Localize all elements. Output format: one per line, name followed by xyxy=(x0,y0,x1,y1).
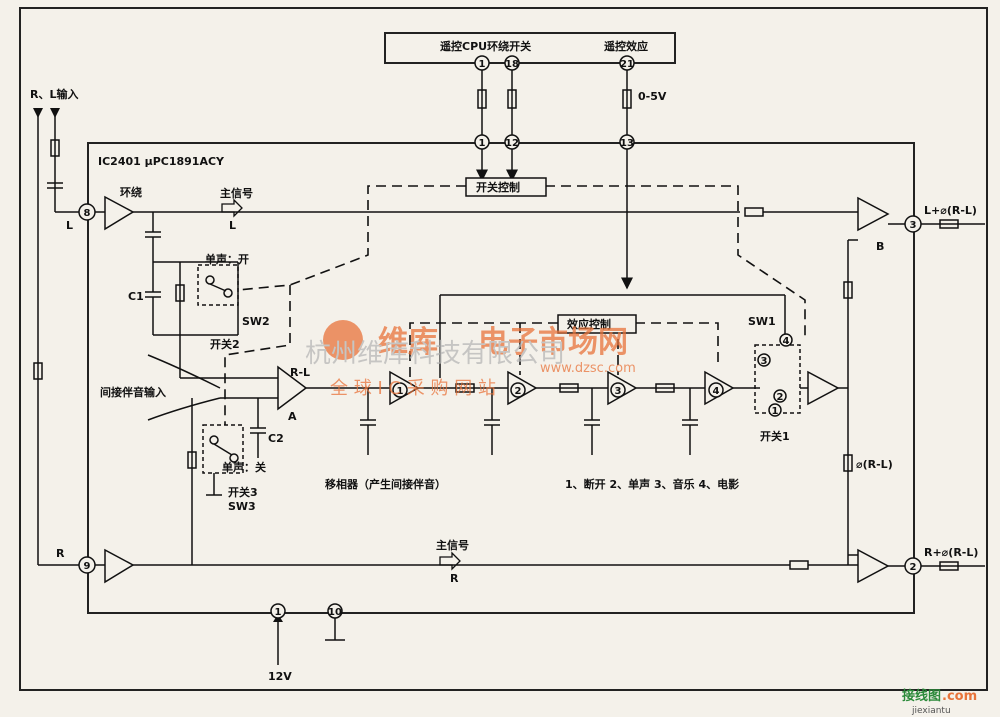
effect-control-box xyxy=(557,314,637,334)
stage-3: 3 xyxy=(615,386,622,397)
mono-off-label: 单声：关 xyxy=(222,460,266,474)
sw1-pos-3: 3 xyxy=(761,356,768,367)
main-signal-r-arrow-icon xyxy=(439,551,461,571)
switch1-label: 开关1 xyxy=(760,429,790,443)
cpu-pin-21: 21 xyxy=(620,59,634,70)
main-signal-l: 主信号 xyxy=(220,186,253,200)
ic-pin-8: 8 xyxy=(84,208,91,219)
watermark-brand: 维库 xyxy=(378,325,438,360)
mono-on-label: 单声：开 xyxy=(205,252,249,266)
switch2-label: 开关2 xyxy=(210,337,240,351)
switch-control-label: 开关控制 xyxy=(476,180,520,194)
sw2-label: SW2 xyxy=(242,315,270,328)
indirect-input-label: 间接伴音输入 xyxy=(100,385,166,399)
sw1-pos-4: 4 xyxy=(783,336,790,347)
sw1-pos-2: 2 xyxy=(777,392,784,403)
outer-frame xyxy=(19,7,988,691)
r-minus-l-label: R-L xyxy=(290,366,310,379)
amp-b-label: B xyxy=(876,240,884,253)
sw3-label: SW3 xyxy=(228,500,256,513)
amp-a-label: A xyxy=(288,410,297,423)
stage-1: 1 xyxy=(397,386,404,397)
effect-control-label: 效应控制 xyxy=(567,317,611,331)
supply-label: 12V xyxy=(268,670,292,683)
switch3-label: 开关3 xyxy=(228,485,258,499)
ic-pin-1-top: 1 xyxy=(479,138,486,149)
cpu-label: 遥控CPU环绕开关 xyxy=(440,39,531,53)
watermark-site-name: 电子市场网 xyxy=(478,325,628,360)
watermark-logo-icon xyxy=(323,320,363,360)
stage-2: 2 xyxy=(515,386,522,397)
cpu-box xyxy=(384,32,676,64)
main-signal-l-arrow-icon xyxy=(221,198,243,218)
ic-pin-12: 12 xyxy=(505,138,519,149)
watermark-company: 杭州维库科技有限公司 xyxy=(305,339,565,369)
phase-shifter-label: 移相器（产生间接伴音） xyxy=(325,477,446,491)
ic-name: IC2401 μPC1891ACY xyxy=(98,155,225,168)
watermark: 维库 电子市场网 杭州维库科技有限公司 全 球 I C 采 购 网 站 www.… xyxy=(305,320,636,399)
voltage-label: 0-5V xyxy=(638,90,667,103)
ic-pin-10: 10 xyxy=(328,607,342,618)
corner-logo: 接线图 xyxy=(902,688,941,704)
out-r-label: R+⌀(R-L) xyxy=(924,546,978,559)
l-tag: L xyxy=(66,219,73,232)
corner-watermark: 接线图 .com jiexiantu xyxy=(902,688,977,716)
sw1-label: SW1 xyxy=(748,315,776,328)
sw1-pos-1: 1 xyxy=(772,406,779,417)
main-signal-r: 主信号 xyxy=(436,538,469,552)
ic-pin-3: 3 xyxy=(910,220,917,231)
out-l-label: L+⌀(R-L) xyxy=(924,204,977,217)
r-arrow-label: R xyxy=(450,572,459,585)
l-arrow-label: L xyxy=(229,219,236,232)
watermark-url: www.dzsc.com xyxy=(540,361,636,376)
ic-pin-13: 13 xyxy=(620,138,634,149)
stage-4: 4 xyxy=(713,386,720,397)
c2-label: C2 xyxy=(268,432,284,445)
surround-label: 环绕 xyxy=(120,185,142,199)
modes-label: 1、断开 2、单声 3、音乐 4、电影 xyxy=(565,477,739,491)
corner-dot: .com xyxy=(942,689,977,704)
corner-url: jiexiantu xyxy=(911,706,951,716)
c1-label: C1 xyxy=(128,290,144,303)
phase-rl-label: ⌀(R-L) xyxy=(856,458,893,471)
ic-pin-9: 9 xyxy=(84,561,91,572)
cpu-pin-1: 1 xyxy=(479,59,486,70)
cpu-pin-18: 18 xyxy=(505,59,519,70)
r-tag: R xyxy=(56,547,65,560)
watermark-slogan: 全 球 I C 采 购 网 站 xyxy=(330,378,496,399)
ic-pin-2: 2 xyxy=(910,562,917,573)
effect-remote-label: 遥控效应 xyxy=(604,39,648,53)
switch-control-box xyxy=(465,177,547,197)
ic-pin-1-bottom: 1 xyxy=(275,607,282,618)
rl-input-label: R、L输入 xyxy=(30,87,78,101)
ic-frame xyxy=(87,142,915,614)
